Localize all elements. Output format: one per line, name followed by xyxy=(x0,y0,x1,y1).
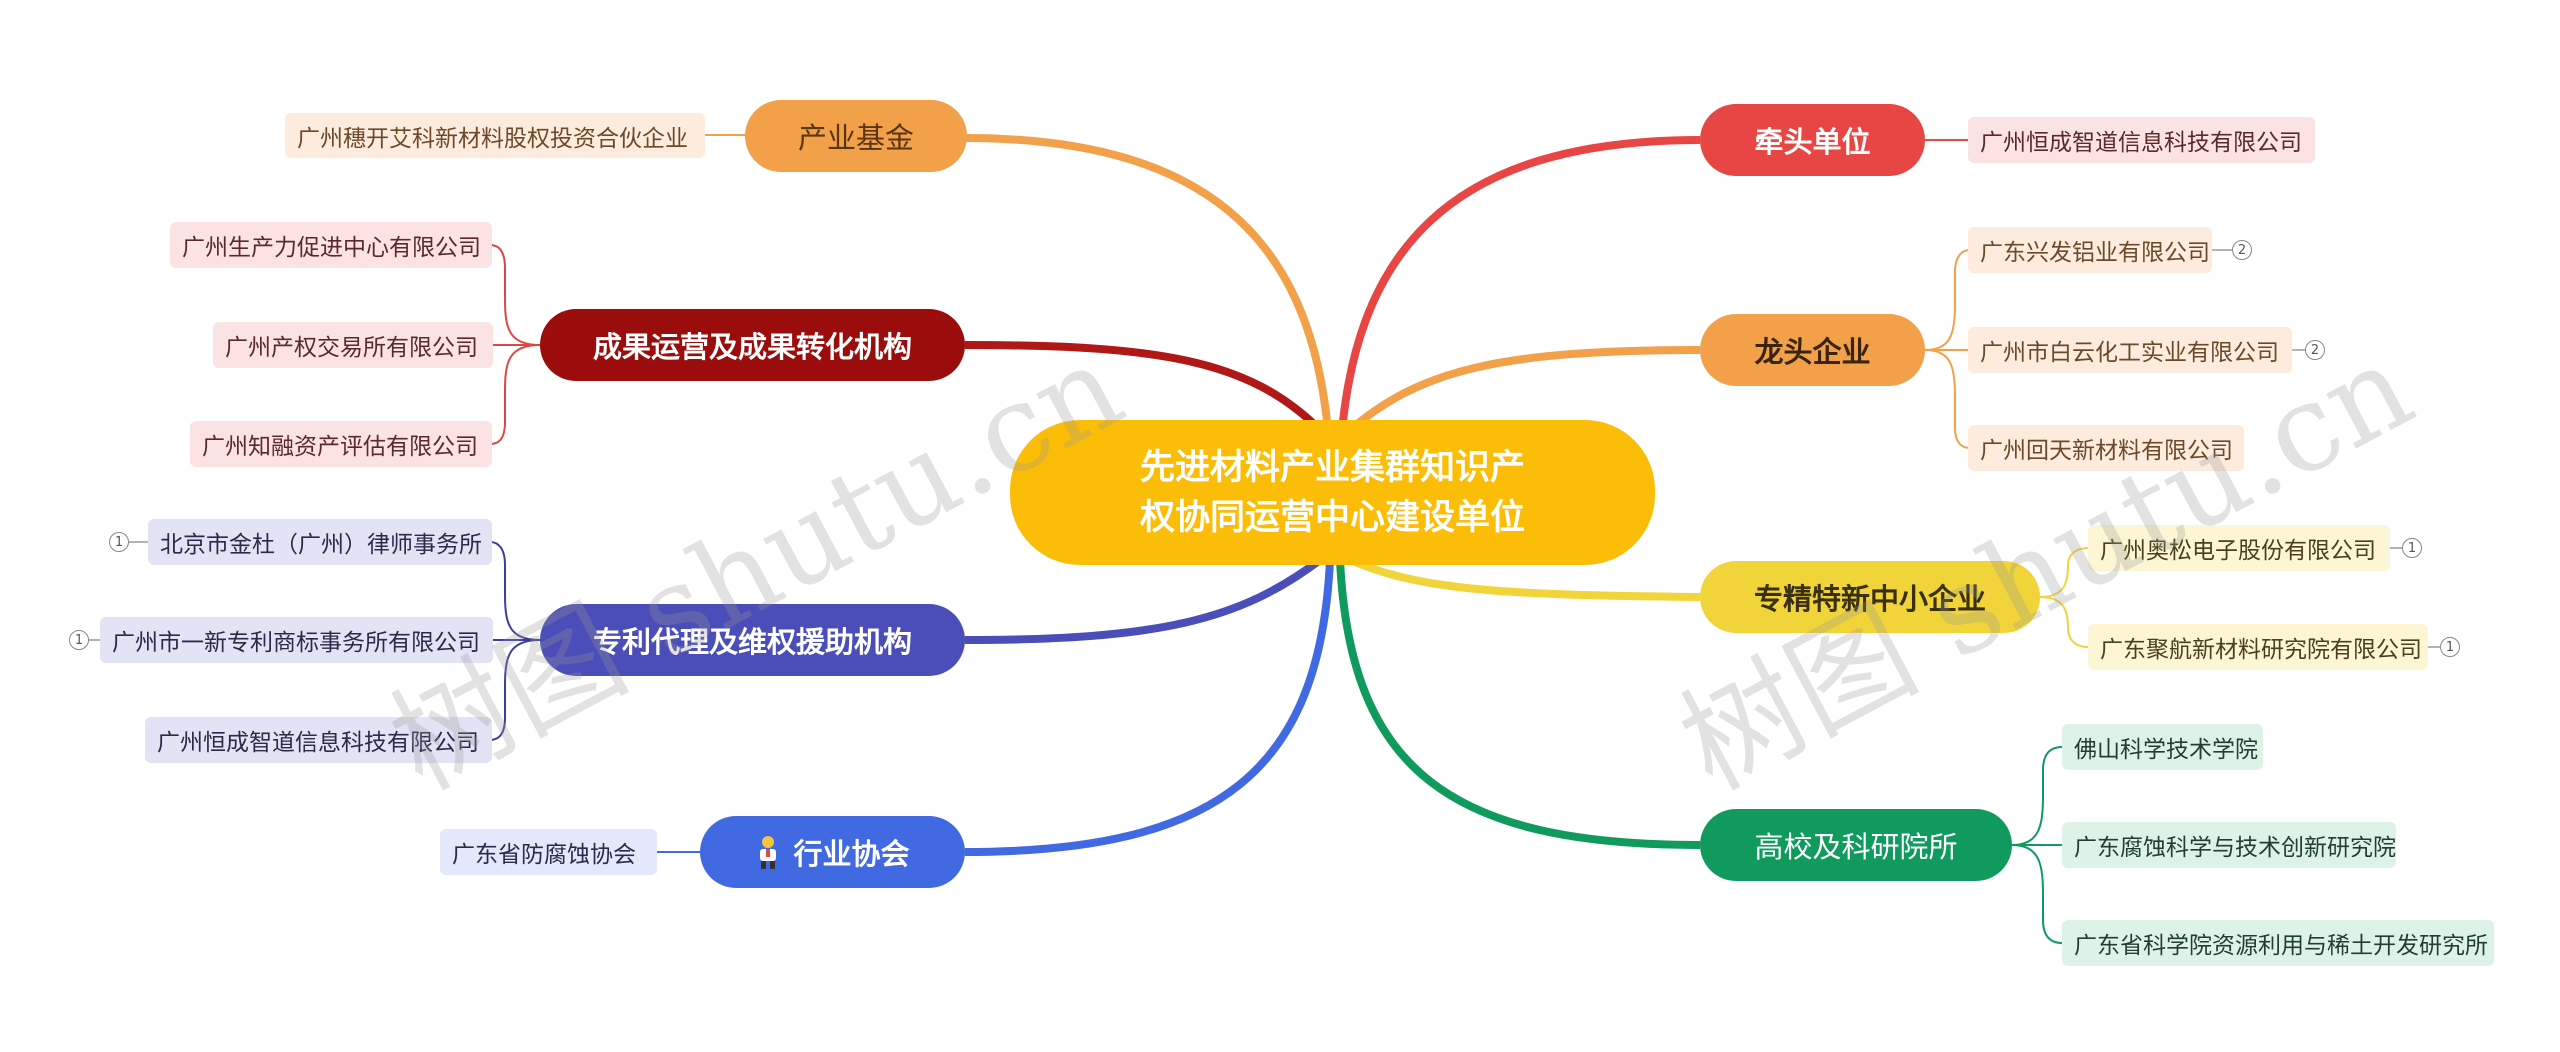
leaf-results-3[interactable]: 广州知融资产评估有限公司 xyxy=(190,421,492,467)
branch-patent-label: 专利代理及维权援助机构 xyxy=(592,625,912,659)
link-results xyxy=(964,341,1323,433)
branch-assoc[interactable]: 行业协会 xyxy=(700,816,965,888)
count-badge[interactable]: 2 xyxy=(2232,240,2252,260)
leaf-assoc-1[interactable]: 广东省防腐蚀协会 xyxy=(440,829,657,875)
leaf-patent-2[interactable]: 广州市一新专利商标事务所有限公司 xyxy=(100,617,493,663)
leaf-link xyxy=(489,344,541,445)
leaf-link xyxy=(489,244,541,346)
leaf-dragon-2[interactable]: 广州市白云化工实业有限公司 xyxy=(1968,327,2292,373)
leaf-special-2[interactable]: 广东聚航新材料研究院有限公司 xyxy=(2088,624,2428,670)
link-fund xyxy=(964,134,1334,461)
leaf-patent-3-label: 广州恒成智道信息科技有限公司 xyxy=(157,730,479,756)
count-badge[interactable]: 1 xyxy=(69,630,89,650)
leaf-results-1-label: 广州生产力促进中心有限公司 xyxy=(182,235,481,261)
link-special xyxy=(1348,556,1701,601)
leaf-patent-2-label: 广州市一新专利商标事务所有限公司 xyxy=(112,630,480,656)
leaf-univ-1-label: 佛山科学技术学院 xyxy=(2074,737,2258,763)
leaf-link xyxy=(1924,349,1971,449)
leaf-special-2-label: 广东聚航新材料研究院有限公司 xyxy=(2100,637,2422,663)
leaf-link xyxy=(1924,249,1971,351)
branch-results-label: 成果运营及成果转化机构 xyxy=(592,330,912,364)
leaf-link xyxy=(2039,547,2089,598)
branch-special[interactable]: 专精特新中小企业 xyxy=(1700,561,2040,633)
branch-lead-label: 牵头单位 xyxy=(1754,125,1871,159)
leaf-dragon-1-label: 广东兴发铝业有限公司 xyxy=(1980,240,2210,266)
leaf-univ-2-label: 广东腐蚀科学与技术创新研究院 xyxy=(2074,835,2396,861)
count-badge[interactable]: 1 xyxy=(2402,538,2422,558)
leaf-link xyxy=(489,639,541,741)
count-badge[interactable]: 1 xyxy=(109,532,129,552)
link-lead xyxy=(1336,136,1701,461)
leaf-patent-1[interactable]: 北京市金杜（广州）律师事务所 xyxy=(148,519,492,565)
branch-special-label: 专精特新中小企业 xyxy=(1753,582,1986,616)
branch-lead[interactable]: 牵头单位 xyxy=(1700,104,1925,176)
leaf-assoc-1-label: 广东省防腐蚀协会 xyxy=(452,842,636,868)
leaf-results-2[interactable]: 广州产权交易所有限公司 xyxy=(213,322,493,368)
leaf-special-1[interactable]: 广州奥松电子股份有限公司 xyxy=(2088,525,2390,571)
leaf-lead-1-label: 广州恒成智道信息科技有限公司 xyxy=(1980,130,2302,156)
leaf-univ-1[interactable]: 佛山科学技术学院 xyxy=(2062,724,2263,770)
count-badge-value: 2 xyxy=(2237,242,2247,258)
branch-patent[interactable]: 专利代理及维权援助机构 xyxy=(540,604,965,676)
leaf-univ-2[interactable]: 广东腐蚀科学与技术创新研究院 xyxy=(2062,822,2396,868)
leaf-dragon-3[interactable]: 广州回天新材料有限公司 xyxy=(1968,425,2244,471)
link-dragon xyxy=(1347,346,1701,434)
leaf-fund-1[interactable]: 广州穗开艾科新材料股权投资合伙企业 xyxy=(285,113,705,158)
branch-univ[interactable]: 高校及科研院所 xyxy=(1700,809,2012,881)
count-badge-value: 1 xyxy=(74,632,84,648)
central-topic-line1: 先进材料产业集群知识产 xyxy=(1139,447,1525,488)
leaf-dragon-1[interactable]: 广东兴发铝业有限公司 xyxy=(1968,227,2212,273)
leaf-results-3-label: 广州知融资产评估有限公司 xyxy=(202,434,478,460)
count-badge-value: 1 xyxy=(114,534,124,550)
leaf-link xyxy=(2011,844,2063,944)
link-patent xyxy=(964,556,1323,644)
count-badge[interactable]: 2 xyxy=(2305,340,2325,360)
branch-fund[interactable]: 产业基金 xyxy=(745,100,967,172)
branch-results[interactable]: 成果运营及成果转化机构 xyxy=(540,309,965,381)
central-topic[interactable]: 先进材料产业集群知识产 权协同运营中心建设单位 xyxy=(1010,420,1655,565)
leaf-dragon-3-label: 广州回天新材料有限公司 xyxy=(1980,438,2233,464)
leaf-patent-3[interactable]: 广州恒成智道信息科技有限公司 xyxy=(145,717,492,763)
branch-univ-label: 高校及科研院所 xyxy=(1754,830,1958,864)
count-badge[interactable]: 1 xyxy=(2440,637,2460,657)
count-badge-value: 1 xyxy=(2407,540,2417,556)
count-badge-value: 2 xyxy=(2310,342,2320,358)
leaf-fund-1-label: 广州穗开艾科新材料股权投资合伙企业 xyxy=(297,125,688,152)
branch-dragon-label: 龙头企业 xyxy=(1754,335,1871,369)
link-assoc xyxy=(964,559,1334,856)
leaf-lead-1[interactable]: 广州恒成智道信息科技有限公司 xyxy=(1968,117,2315,163)
central-topic-line2: 权协同运营中心建设单位 xyxy=(1139,497,1525,538)
leaf-special-1-label: 广州奥松电子股份有限公司 xyxy=(2100,538,2376,564)
person-icon xyxy=(755,835,781,869)
leaf-link xyxy=(2011,746,2063,846)
leaf-results-1[interactable]: 广州生产力促进中心有限公司 xyxy=(170,222,492,268)
leaf-patent-1-label: 北京市金杜（广州）律师事务所 xyxy=(160,532,482,558)
branch-assoc-label: 行业协会 xyxy=(793,837,910,871)
leaf-univ-3[interactable]: 广东省科学院资源利用与稀土开发研究所 xyxy=(2062,920,2494,966)
leaf-dragon-2-label: 广州市白云化工实业有限公司 xyxy=(1980,340,2279,366)
leaf-link xyxy=(2039,596,2089,648)
link-univ xyxy=(1336,559,1701,849)
branch-dragon[interactable]: 龙头企业 xyxy=(1700,314,1925,386)
count-badge-value: 1 xyxy=(2445,639,2455,655)
leaf-results-2-label: 广州产权交易所有限公司 xyxy=(225,335,478,361)
leaf-univ-3-label: 广东省科学院资源利用与稀土开发研究所 xyxy=(2074,933,2488,959)
leaf-link xyxy=(489,541,541,641)
branch-fund-label: 产业基金 xyxy=(797,121,914,155)
